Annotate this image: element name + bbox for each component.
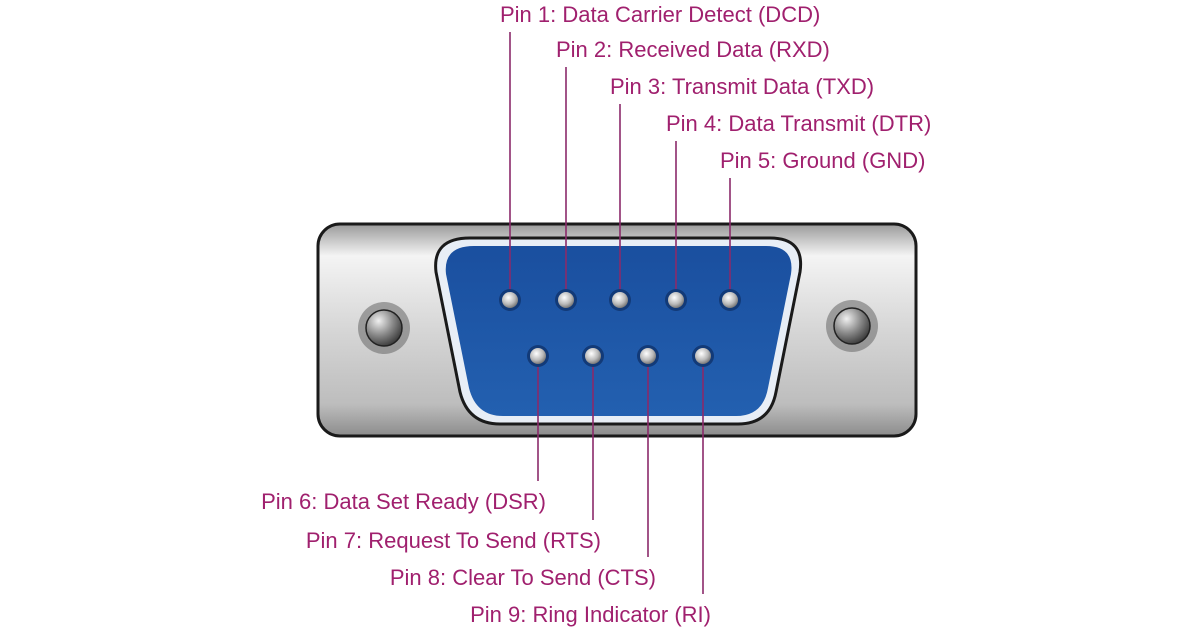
pin-2-label: Pin 2: Received Data (RXD) bbox=[556, 37, 830, 62]
pin-contact bbox=[640, 348, 656, 364]
pin-2: Pin 2: Received Data (RXD) bbox=[555, 37, 830, 311]
pin-contact bbox=[722, 292, 738, 308]
pin-contact bbox=[695, 348, 711, 364]
pin-9: Pin 9: Ring Indicator (RI) bbox=[470, 345, 714, 627]
pin-6: Pin 6: Data Set Ready (DSR) bbox=[261, 345, 549, 514]
pin-7: Pin 7: Request To Send (RTS) bbox=[306, 345, 604, 553]
pin-8: Pin 8: Clear To Send (CTS) bbox=[390, 345, 659, 590]
pin-9-label: Pin 9: Ring Indicator (RI) bbox=[470, 602, 711, 627]
pin-contact bbox=[668, 292, 684, 308]
pin-3-label: Pin 3: Transmit Data (TXD) bbox=[610, 74, 874, 99]
pin-5: Pin 5: Ground (GND) bbox=[719, 148, 925, 311]
screw-left bbox=[358, 302, 410, 354]
connector-insert bbox=[445, 246, 792, 416]
pin-3: Pin 3: Transmit Data (TXD) bbox=[609, 74, 874, 311]
pin-1: Pin 1: Data Carrier Detect (DCD) bbox=[499, 2, 820, 311]
screw-right bbox=[826, 300, 878, 352]
pin-contact bbox=[558, 292, 574, 308]
pin-contact bbox=[502, 292, 518, 308]
pin-4-label: Pin 4: Data Transmit (DTR) bbox=[666, 111, 931, 136]
pin-8-label: Pin 8: Clear To Send (CTS) bbox=[390, 565, 656, 590]
pin-4: Pin 4: Data Transmit (DTR) bbox=[665, 111, 931, 311]
pin-1-label: Pin 1: Data Carrier Detect (DCD) bbox=[500, 2, 820, 27]
pin-7-label: Pin 7: Request To Send (RTS) bbox=[306, 528, 601, 553]
pin-5-label: Pin 5: Ground (GND) bbox=[720, 148, 925, 173]
pin-contact bbox=[530, 348, 546, 364]
pin-contact bbox=[612, 292, 628, 308]
pin-contact bbox=[585, 348, 601, 364]
pin-6-label: Pin 6: Data Set Ready (DSR) bbox=[261, 489, 546, 514]
